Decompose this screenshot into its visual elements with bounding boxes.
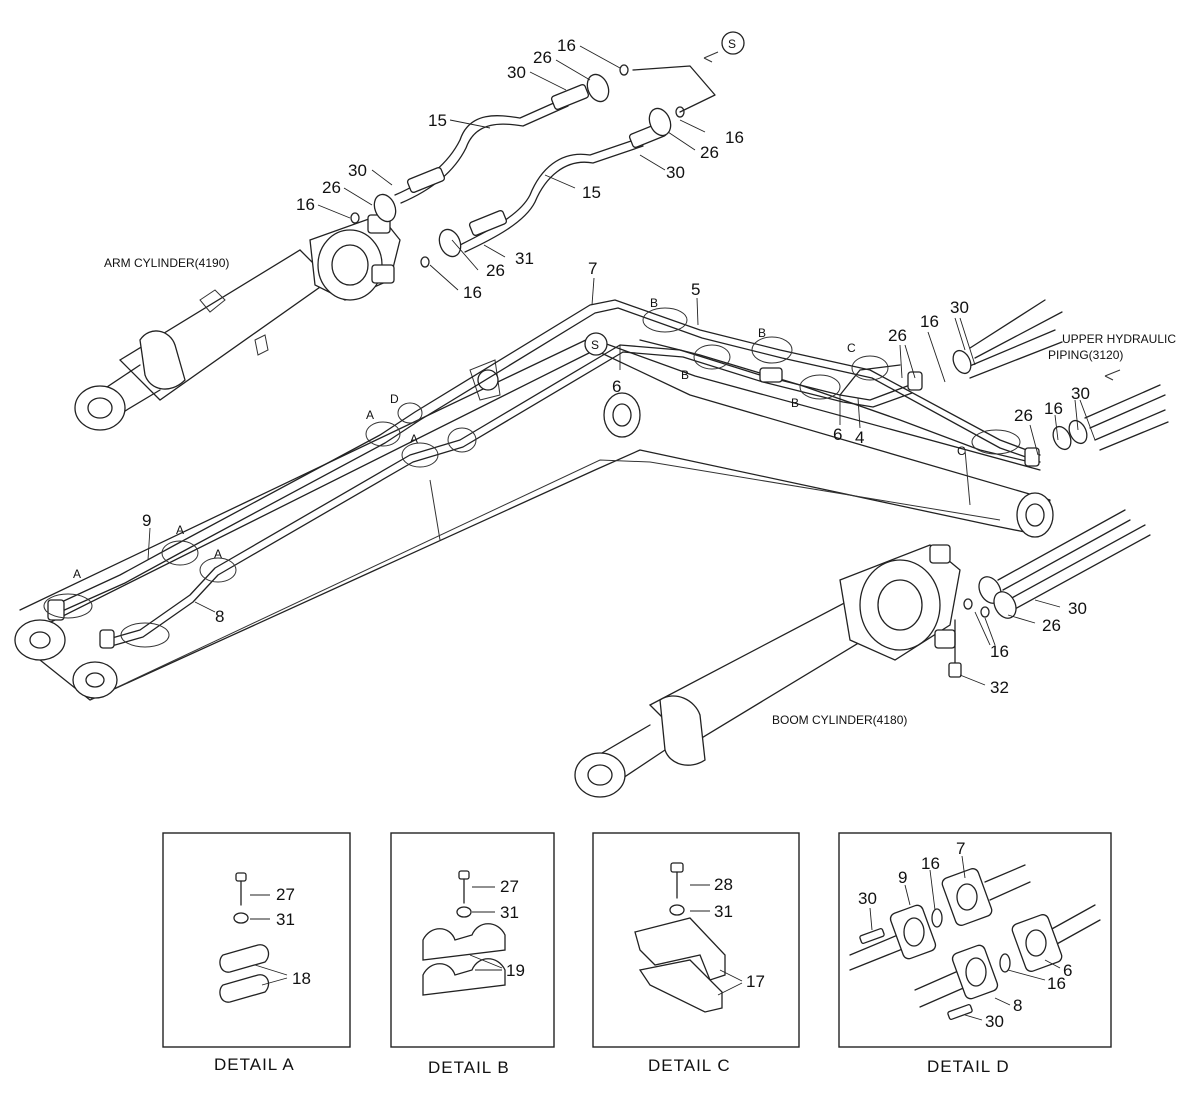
boom-cylinder-hoses	[963, 509, 1151, 619]
callout-6: 6	[612, 377, 621, 396]
callout-26: 26	[888, 326, 907, 345]
ref-a: A	[366, 408, 374, 422]
callout-26: 26	[700, 143, 719, 162]
callout-16: 16	[990, 642, 1009, 661]
callout-26: 26	[486, 261, 505, 280]
reference-letters: A A A A A D B B B B C C	[73, 296, 966, 581]
section-s-markers	[584, 31, 745, 356]
detail-d-caption: DETAIL D	[927, 1057, 1010, 1076]
callout-30: 30	[348, 161, 367, 180]
callout-32: 32	[990, 678, 1009, 697]
callout-15: 15	[428, 111, 447, 130]
callout-30: 30	[1068, 599, 1087, 618]
callout-26: 26	[1042, 616, 1061, 635]
ref-b: B	[650, 296, 658, 310]
callout-26: 26	[533, 48, 552, 67]
callout-6: 6	[833, 425, 842, 444]
ref-b: B	[758, 326, 766, 340]
callout-27: 27	[500, 877, 519, 896]
upper-hoses	[907, 299, 1169, 467]
callout-30: 30	[858, 889, 877, 908]
callout-18: 18	[292, 969, 311, 988]
boom-structure	[14, 337, 1054, 701]
callout-5: 5	[691, 280, 700, 299]
callout-26: 26	[1014, 406, 1033, 425]
ref-c: C	[957, 444, 966, 458]
callout-30: 30	[950, 298, 969, 317]
detail-b-panel: 27 31 19	[390, 832, 555, 1048]
callouts: 16 26 30 15 16 26 30 15 30 26 16 31 26 1…	[142, 36, 1090, 697]
callout-16: 16	[725, 128, 744, 147]
callout-31: 31	[714, 902, 733, 921]
callout-16: 16	[921, 854, 940, 873]
callout-30: 30	[1071, 384, 1090, 403]
ref-a: A	[73, 567, 81, 581]
upper-piping-label-1: UPPER HYDRAULIC	[1062, 332, 1176, 346]
arm-cylinder-label: ARM CYLINDER(4190)	[104, 256, 229, 270]
callout-16: 16	[1044, 399, 1063, 418]
callout-16: 16	[557, 36, 576, 55]
ref-b: B	[681, 368, 689, 382]
callout-28: 28	[714, 875, 733, 894]
callout-30: 30	[666, 163, 685, 182]
section-mark-s: S	[728, 37, 736, 51]
ref-c: C	[847, 341, 856, 355]
ref-a: A	[214, 547, 222, 561]
boom-pipes	[47, 299, 1041, 649]
callout-30: 30	[507, 63, 526, 82]
callout-26: 26	[322, 178, 341, 197]
callout-27: 27	[276, 885, 295, 904]
detail-a-panel: 27 31 18	[162, 832, 351, 1048]
arm-cylinder	[74, 214, 401, 431]
callout-17: 17	[746, 972, 765, 991]
callout-16: 16	[920, 312, 939, 331]
upper-piping-arrow	[1104, 369, 1121, 381]
hose-assemblies-15	[350, 64, 685, 268]
callout-8: 8	[215, 607, 224, 626]
clamp-reference-markers	[43, 307, 1021, 648]
callout-7: 7	[956, 839, 965, 858]
callout-16: 16	[1047, 974, 1066, 993]
callout-16: 16	[296, 195, 315, 214]
detail-c-panel: 28 31 17	[592, 832, 800, 1048]
callout-4: 4	[855, 428, 864, 447]
detail-a-caption: DETAIL A	[214, 1055, 295, 1074]
callout-31: 31	[515, 249, 534, 268]
callout-9: 9	[898, 868, 907, 887]
detail-b-caption: DETAIL B	[428, 1058, 510, 1077]
section-mark-s: S	[591, 338, 599, 352]
boom-cylinder	[574, 544, 962, 798]
callout-31: 31	[500, 903, 519, 922]
boom-cylinder-label: BOOM CYLINDER(4180)	[772, 713, 907, 727]
callout-19: 19	[506, 961, 525, 980]
callout-15: 15	[582, 183, 601, 202]
ref-d: D	[390, 392, 399, 406]
callout-31: 31	[276, 910, 295, 929]
callout-9: 9	[142, 511, 151, 530]
callout-6: 6	[1063, 961, 1072, 980]
ref-a: A	[176, 523, 184, 537]
callout-30: 30	[985, 1012, 1004, 1031]
callout-16: 16	[463, 283, 482, 302]
callout-8: 8	[1013, 996, 1022, 1015]
detail-d-panel: 30 9 16 7 6 16 8 30	[838, 832, 1112, 1048]
callout-7: 7	[588, 259, 597, 278]
detail-c-caption: DETAIL C	[648, 1056, 731, 1075]
ref-b: B	[791, 396, 799, 410]
leader-lines	[147, 45, 1096, 686]
upper-piping-label-2: PIPING(3120)	[1048, 348, 1123, 362]
ref-a: A	[410, 432, 418, 446]
